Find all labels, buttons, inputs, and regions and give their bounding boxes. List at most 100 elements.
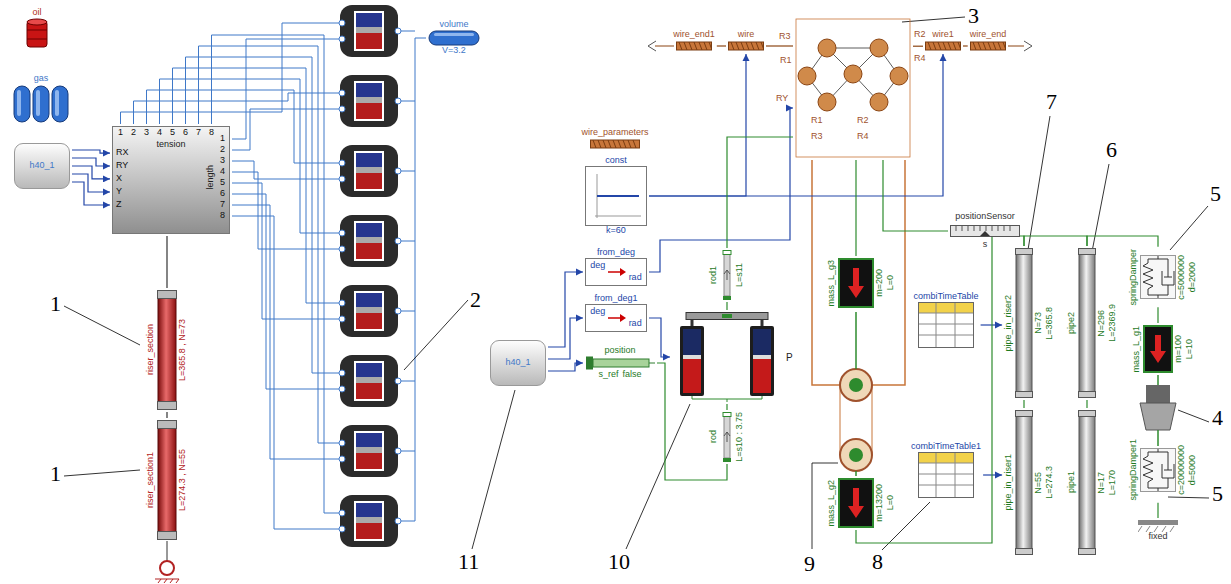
connector (72, 166, 110, 179)
polygon-part (1150, 335, 1166, 363)
rect-part (1079, 249, 1096, 255)
bus-wire (401, 101, 415, 102)
symbol-graphic (1140, 448, 1176, 492)
component-label: fixed (1148, 532, 1167, 542)
component-label: s (983, 240, 988, 250)
symbol-graphic (1078, 248, 1096, 398)
line-part (988, 42, 991, 50)
symbol-graphic (585, 166, 647, 226)
line-part (956, 226, 957, 231)
component-label: N=55 (1034, 472, 1044, 494)
component-label: rod1 (709, 266, 719, 284)
rect-part (680, 326, 704, 396)
rope (840, 385, 841, 455)
rect-part (356, 377, 382, 383)
rect-part (158, 291, 177, 299)
wire-end-line (1008, 46, 1024, 47)
component-node: wire (726, 28, 766, 54)
rect-part (683, 355, 701, 359)
line-part (998, 42, 1001, 50)
cylinder-symbol (339, 425, 401, 477)
symbol-graphic (608, 314, 626, 322)
line-part (593, 140, 596, 148)
pulley-wheel (840, 369, 872, 401)
line-part (694, 42, 697, 50)
rect-part (593, 359, 649, 367)
component-label: gas (34, 74, 49, 84)
rect-part (356, 83, 382, 97)
line-part (1004, 226, 1005, 231)
component-node: rod1L=s11 (707, 248, 747, 302)
line-part (597, 195, 639, 197)
pulley-block: R1R2R3R4 (795, 18, 911, 158)
path-part (1162, 452, 1174, 488)
symbol-graphic (157, 420, 177, 540)
line-part (992, 226, 993, 231)
signal-wire (134, 93, 340, 124)
component-node: combiTimeTable (911, 290, 980, 350)
component-label: from_deg1 (594, 294, 637, 304)
rect-part (356, 517, 382, 523)
rect-part (1016, 392, 1033, 398)
path-part (608, 317, 621, 319)
signal-wire (232, 39, 339, 139)
line-part (943, 42, 946, 50)
component-label: wire_end (970, 30, 1007, 40)
component-node: P (670, 310, 795, 404)
rect-part (1016, 249, 1033, 255)
signal-wire (232, 109, 339, 150)
path-part (620, 314, 626, 322)
connector (166, 236, 167, 288)
rect-part (356, 13, 382, 27)
line-part (983, 42, 986, 50)
component-label: wire_end1 (673, 30, 715, 40)
rect-part (722, 314, 732, 318)
circle-part (339, 386, 345, 392)
block-box: h40_1 (490, 340, 546, 386)
component-node: pipe_in_riser2N=73L=365.8 (1002, 246, 1057, 400)
rect-part (839, 259, 873, 307)
symbol-graphic (1015, 410, 1033, 555)
circle-part (870, 39, 888, 57)
pin-name: 5 (170, 128, 175, 138)
rect-part (839, 479, 873, 527)
symbol-graphic (428, 30, 480, 46)
line-part (993, 42, 996, 50)
line-part (598, 140, 601, 148)
component-node: positionSensors (948, 210, 1022, 252)
pin-name: Z (116, 200, 122, 210)
rect-part (158, 532, 177, 540)
callout-number: 4 (1212, 406, 1223, 430)
component-node: R1R2R3R4 (793, 16, 913, 160)
path-part (724, 270, 730, 280)
pin-name: RX (116, 148, 129, 158)
line-part (741, 42, 744, 50)
circle-part (339, 456, 345, 462)
rect-part (354, 151, 384, 191)
callout-number: 6 (1106, 138, 1117, 162)
symbol-graphic (1138, 520, 1178, 532)
component-node: wire_parameters (579, 126, 650, 152)
component-label: pipe2 (1067, 312, 1077, 334)
line-part (731, 42, 734, 50)
circle-part (870, 93, 888, 111)
line-part (689, 42, 692, 50)
pin-name: 2 (131, 128, 136, 138)
component-label: h40_1 (505, 358, 530, 368)
pin-name: R4 (914, 54, 926, 64)
line-part (933, 42, 936, 50)
component-label: d=5000 (1188, 455, 1198, 485)
rect-part (919, 453, 974, 498)
rect-part (356, 523, 382, 539)
circle-part (395, 448, 401, 454)
connector (649, 318, 670, 357)
wire-end-line (655, 46, 674, 47)
callout-number: 5 (1212, 482, 1223, 506)
path-part (919, 303, 973, 347)
callout-number: 3 (968, 4, 979, 28)
rect-part (340, 355, 398, 407)
line-part (756, 42, 759, 50)
bus-wire (401, 451, 415, 452)
rect-part (1016, 549, 1033, 555)
line-part (986, 226, 987, 231)
